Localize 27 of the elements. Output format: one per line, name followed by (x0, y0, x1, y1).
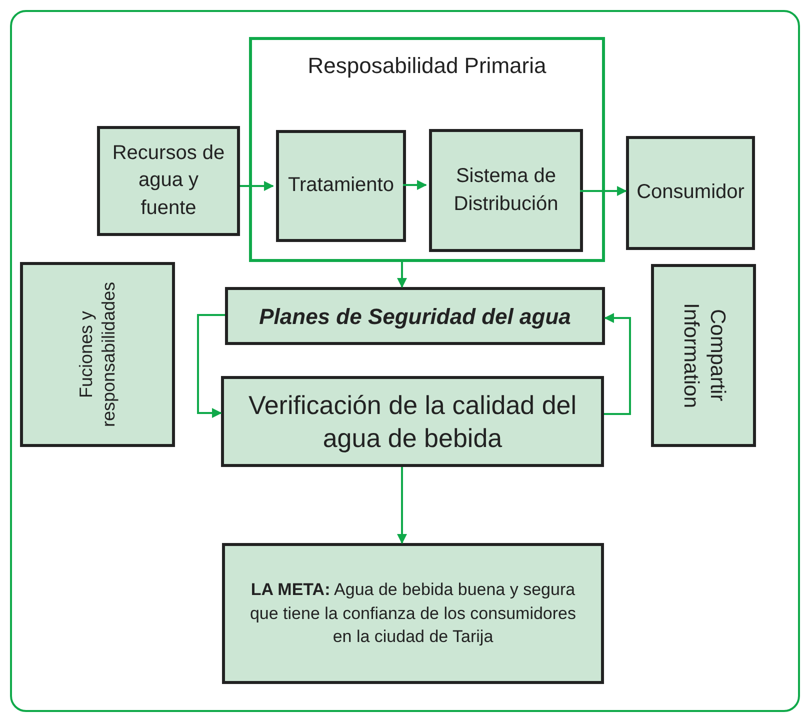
arrow (240, 181, 274, 191)
arrow (397, 262, 407, 288)
box-label: Recursos de agua y fuente (111, 140, 226, 221)
arrow (580, 186, 627, 196)
box-label: Consumidor (636, 180, 744, 206)
box-label: LA META: Agua de bebida buena y segura que tiene la confianza de los consumidores en la ciudad de Tarija (249, 579, 577, 648)
process-box (97, 126, 240, 236)
process-box (20, 262, 175, 447)
process-box (221, 376, 604, 467)
arrow (403, 180, 427, 190)
box-label: Fuciones y responsabilidades (75, 280, 120, 430)
box-label: Compartir Information (678, 302, 730, 410)
process-box (651, 264, 756, 447)
process-box (225, 287, 605, 345)
box-label: Verificación de la calidad del agua de bebida (247, 389, 578, 454)
process-box (276, 130, 406, 242)
arrow (197, 314, 225, 418)
box-label: Planes de Seguridad del agua (259, 302, 571, 331)
group-title: Resposabilidad Primaria (308, 52, 546, 80)
box-label: Sistema de Distribución (452, 164, 560, 216)
process-box (429, 129, 583, 252)
arrow (604, 313, 631, 415)
box-label: Tratamiento (288, 173, 394, 198)
arrow (397, 467, 407, 544)
group-frame (249, 37, 605, 262)
process-box (626, 136, 755, 250)
process-box (222, 543, 604, 684)
